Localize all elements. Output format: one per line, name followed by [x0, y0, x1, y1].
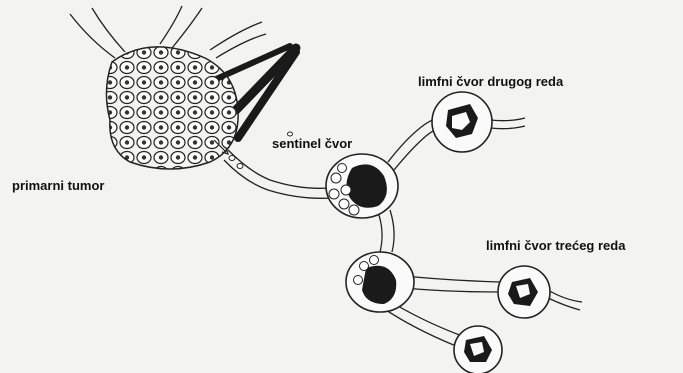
- third-order-node-label: limfni čvor trećeg reda: [486, 238, 625, 253]
- third-order-node-bottom: [454, 326, 502, 373]
- sentinel-node: [326, 154, 398, 218]
- third-order-node-cluster: [346, 252, 414, 312]
- primary-tumor-mass: [106, 47, 238, 169]
- second-order-node-label: limfni čvor drugog reda: [418, 74, 563, 89]
- third-order-node-right: [498, 266, 550, 318]
- sentinel-node-label: sentinel čvor: [272, 136, 352, 151]
- second-order-node: [432, 92, 492, 152]
- primary-tumor-label: primarni tumor: [12, 178, 104, 193]
